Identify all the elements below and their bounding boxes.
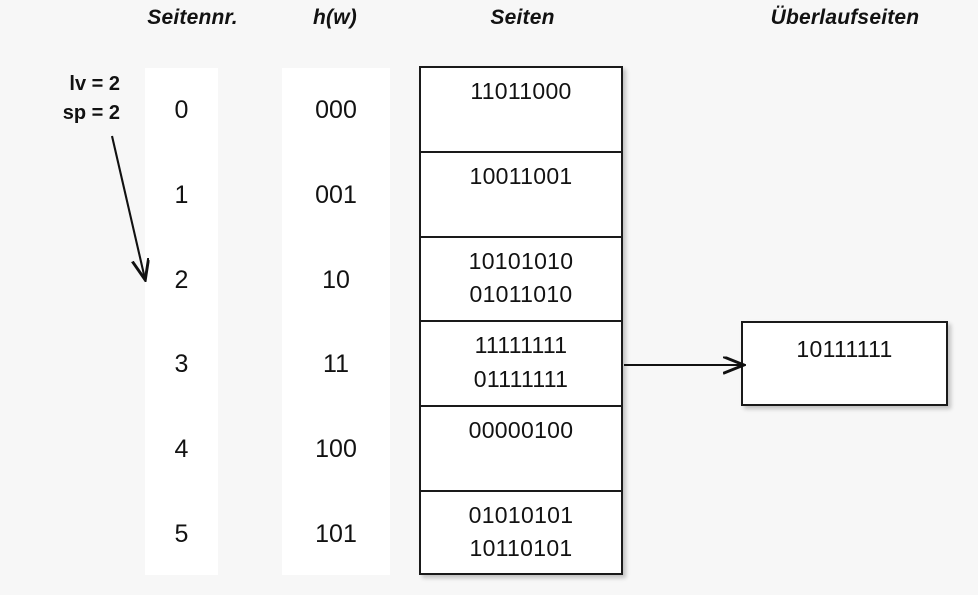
record-value: 10101010 [468,247,574,274]
record-value: 01011010 [469,280,573,307]
hw-column: 000 001 10 11 100 101 [282,68,390,575]
record-value: 10011001 [469,162,573,189]
hashing-parameters: lv = 2 sp = 2 [8,70,120,128]
hw-cell: 11 [323,350,349,379]
record-value: 11011000 [470,78,572,104]
column-header-hw: h(w) [313,6,357,29]
record-value: 01111111 [473,365,569,392]
column-header-seiten: Seiten [490,6,555,29]
sp-pointer-arrow [110,135,145,279]
overflow-page-box: 10111111 [741,321,948,406]
seitennr-cell: 5 [174,520,189,548]
overflow-record-value: 10111111 [796,336,893,362]
parameter-sp: sp = 2 [62,102,120,124]
hw-cell: 100 [315,435,357,464]
column-header-ueberlaufseiten: Überlaufseiten [770,6,920,29]
seitennr-cell: 2 [174,265,189,294]
page-row: 11111111 01111111 [421,322,621,408]
page-row: 10011001 [421,153,621,238]
hw-cell: 101 [315,520,357,548]
page-row: 00000100 [421,407,621,492]
page-row: 10101010 01011010 [421,238,621,323]
hw-cell: 10 [322,265,350,294]
seitennr-cell: 3 [174,350,189,379]
seitennr-cell: 1 [174,180,189,209]
hw-cell: 000 [315,96,357,124]
record-value: 00000100 [468,417,574,444]
parameter-lv: lv = 2 [69,73,120,95]
page-row: 01010101 10110101 [421,492,621,577]
seitennr-column: 0 1 2 3 4 5 [145,68,218,575]
page-row: 11011000 [421,68,621,153]
record-value: 01010101 [468,502,574,528]
seiten-table: 11011000 10011001 10101010 01011010 11111111… [419,66,623,575]
seitennr-cell: 4 [174,435,189,464]
column-header-seitennr: Seitennr. [147,6,238,29]
record-value: 10110101 [469,535,573,562]
hw-cell: 001 [315,180,357,209]
seitennr-cell: 0 [174,96,189,124]
record-value: 11111111 [474,332,568,359]
